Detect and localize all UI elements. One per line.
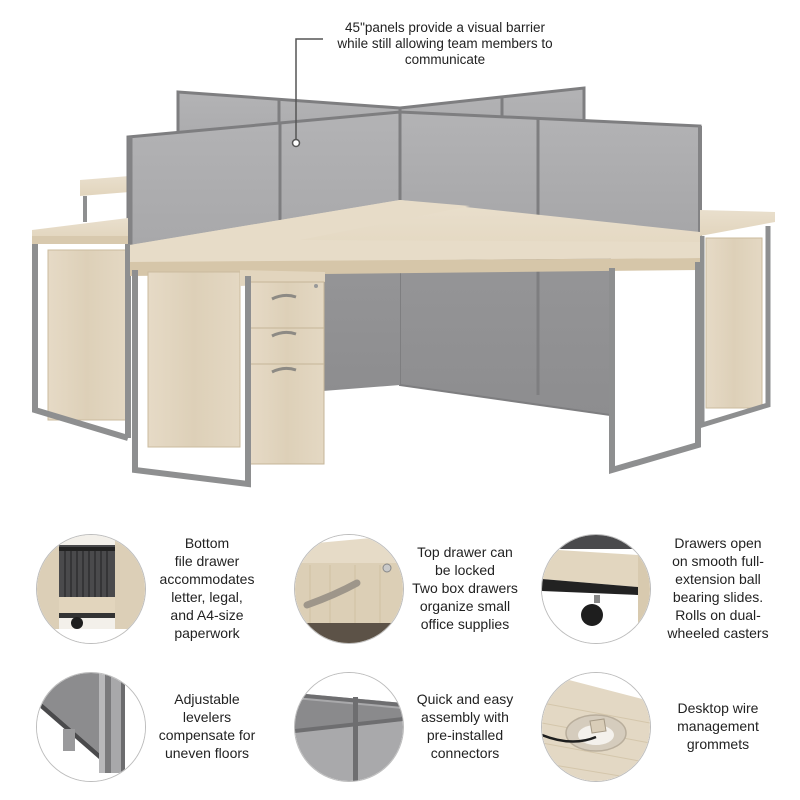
feature-text: Drawers open on smooth full- extension b… (667, 535, 769, 641)
feature-slides-casters: Drawers open on smooth full- extension b… (537, 532, 800, 662)
adjustable-leveler-closeup-icon (36, 672, 146, 782)
feature-connectors: Quick and easy assembly with pre-install… (290, 670, 555, 800)
cubicle-workstation-illustration (32, 38, 775, 488)
feature-file-drawer: Bottom file drawer accommodates letter, … (32, 532, 297, 662)
file-drawer-closeup-icon (36, 534, 146, 644)
feature-text: Adjustable levelers compensate for uneve… (158, 691, 256, 761)
panel-callout-text: 45"panels provide a visual barrier while… (305, 20, 585, 68)
feature-text: Bottom file drawer accommodates letter, … (159, 535, 255, 641)
feature-grommets: Desktop wire management grommets (537, 670, 800, 800)
feature-text: Desktop wire management grommets (677, 700, 759, 752)
panel-connector-closeup-icon (294, 672, 404, 782)
callout-line: 45"panels provide a visual barrier (345, 20, 545, 35)
product-hero-image: 45"panels provide a visual barrier while… (32, 20, 775, 488)
ball-bearing-slide-caster-closeup-icon (541, 534, 651, 644)
feature-text: Quick and easy assembly with pre-install… (416, 691, 514, 761)
callout-line: communicate (404, 52, 486, 67)
mobile-pedestal (240, 270, 325, 465)
feature-text: Top drawer can be locked Two box drawers… (412, 544, 518, 632)
drawer-lock-handle-closeup-icon (294, 534, 404, 644)
feature-locking-drawer: Top drawer can be locked Two box drawers… (290, 532, 555, 662)
wire-grommet-closeup-icon (541, 672, 651, 782)
callout-line: while still allowing team members to (337, 36, 553, 51)
feature-levelers: Adjustable levelers compensate for uneve… (32, 670, 297, 800)
callout-leader (291, 38, 323, 148)
